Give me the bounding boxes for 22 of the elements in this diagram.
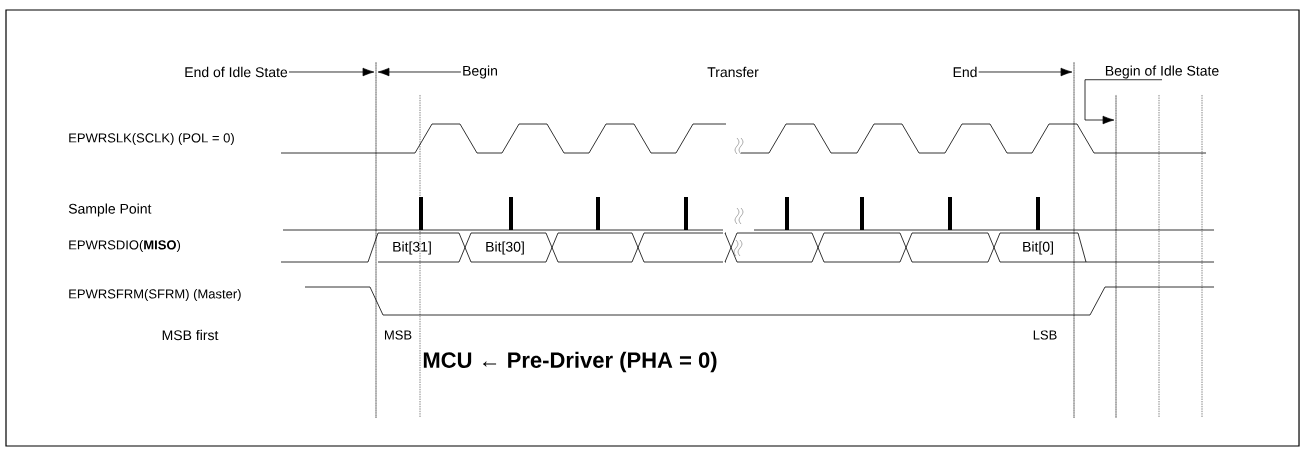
bit-label: Bit[30] (486, 241, 524, 255)
stage-label: Transfer (707, 66, 759, 78)
signal-name: EPWRSFRM(SFRM) (Master) (69, 288, 241, 302)
arrow (978, 67, 1073, 77)
arrow (288, 67, 375, 77)
signal-name: EPWRSLK(SCLK) (POL = 0) (69, 132, 234, 146)
bit-label: Bit[31] (393, 241, 431, 255)
stage-label: End of Idle State (185, 66, 288, 78)
dotted-marker-line (375, 61, 377, 419)
arrow (1084, 79, 1163, 125)
signal-name: EPWRSDIO(MISO) (69, 239, 181, 253)
dotted-marker-line (1115, 94, 1117, 419)
stage-label: Begin of Idle State (1105, 65, 1219, 79)
arrow (377, 67, 462, 77)
bit-order-note: LSB (1033, 330, 1057, 340)
stage-label: Begin (463, 65, 497, 79)
stage-label: End (953, 66, 977, 78)
dotted-marker-line (1073, 61, 1075, 419)
bit-order-note: MSB first (162, 329, 219, 341)
bit-label: Bit[0] (1023, 241, 1053, 255)
caption: MCU ← Pre-Driver (PHA = 0) (423, 351, 717, 373)
signal-name: Sample Point (68, 203, 152, 217)
